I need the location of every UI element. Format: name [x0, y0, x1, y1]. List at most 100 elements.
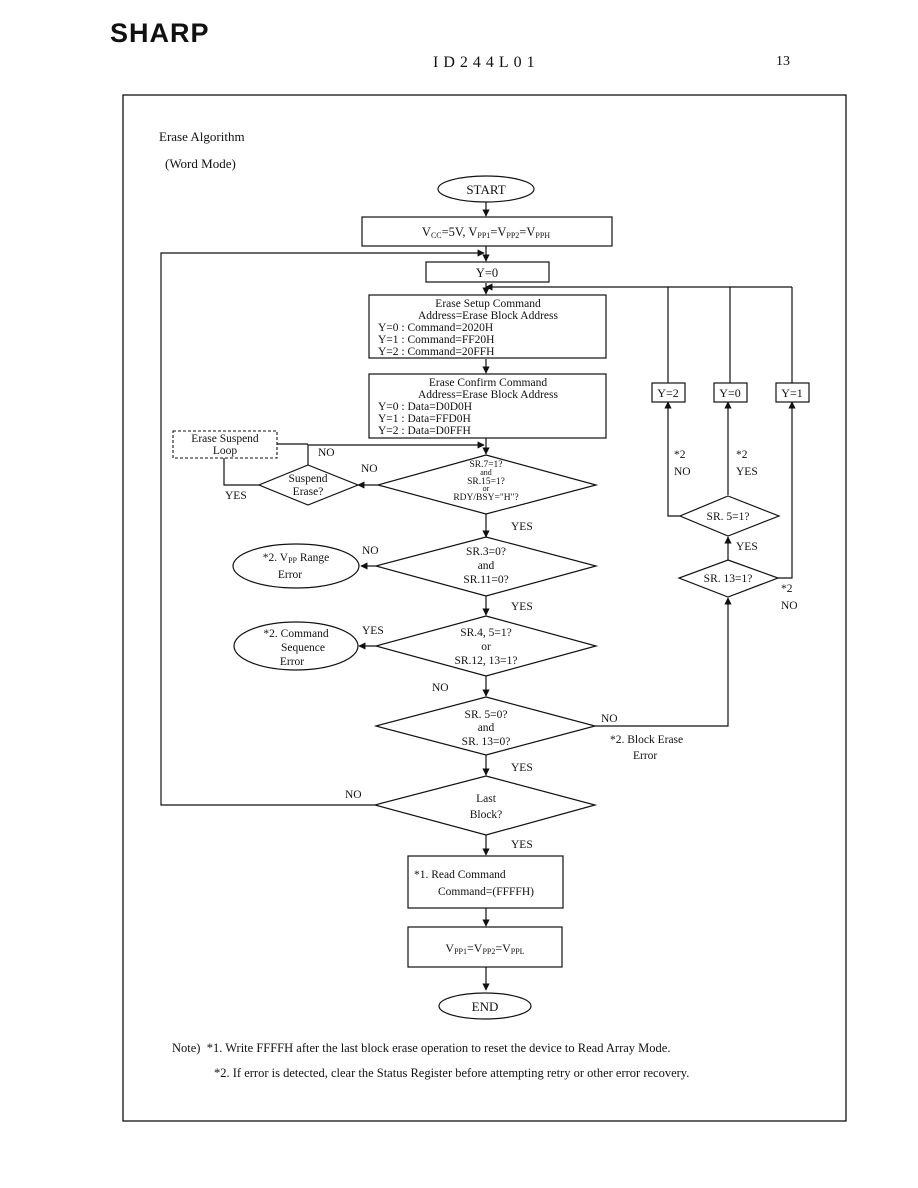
read-command-box	[407, 855, 564, 909]
erase-setup-line-4: Y=1 : Command=FF20H	[378, 334, 494, 346]
document-id: ID244L01	[433, 54, 540, 71]
status-ready-line-4: or	[483, 484, 490, 493]
last-block-decision	[372, 775, 598, 836]
vcc-sub-pph: PPH	[535, 231, 550, 240]
suspend-erase-decision	[257, 464, 360, 506]
label-no-vpp: NO	[362, 545, 379, 557]
erase-check-line-1: SR. 5=0?	[465, 709, 508, 721]
erase-check-line-2: and	[478, 722, 495, 734]
label-no-erase: NO	[601, 713, 618, 725]
seq-error-line-1: *2. Command	[263, 628, 328, 640]
erase-suspend-loop-box	[172, 430, 278, 459]
page-frame	[122, 94, 847, 1122]
label-yes-status: YES	[511, 521, 533, 533]
sharp-logo: SHARP	[110, 18, 210, 48]
vpp-error-line-1: *2. VPP Range	[263, 552, 330, 565]
diagram-title: Erase Algorithm	[159, 129, 245, 144]
read-cmd-line-2: Command=(FFFFH)	[438, 886, 534, 898]
erase-setup-line-3: Y=0 : Command=2020H	[378, 322, 493, 334]
command-sequence-decision	[373, 615, 599, 677]
end-terminal	[438, 992, 532, 1020]
label-no-status: NO	[361, 463, 378, 475]
note-2: *2. If error is detected, clear the Stat…	[214, 1066, 690, 1080]
label-yes-vpp: YES	[511, 601, 533, 613]
label-mark2-sr13: *2	[781, 583, 793, 595]
vpp-error-line-2: Error	[278, 569, 302, 581]
vppoff-v3: =V	[495, 941, 511, 955]
label-yes-seq: YES	[362, 625, 384, 637]
erase-confirm-box	[368, 373, 607, 439]
y0-label: Y=0	[719, 386, 740, 400]
last-block-line-2: Block?	[470, 809, 503, 821]
y-init-box	[425, 261, 550, 283]
vcc-setup-label: VCC=5V, VPP1=VPP2=VPPH	[422, 225, 550, 240]
label-no-suspend-loop: NO	[318, 447, 335, 459]
vpp-error-prefix: *2. V	[263, 552, 289, 564]
suspend-loop-line-1: Erase Suspend	[191, 433, 259, 445]
suspend-q-line-2: Erase?	[293, 486, 324, 498]
vpp-error-range: Range	[297, 552, 329, 564]
vcc-sub-pp1: PP1	[477, 231, 490, 240]
vppoff-sub1: PP1	[454, 947, 467, 956]
seq-check-line-2: or	[481, 641, 491, 653]
last-block-line-1: Last	[476, 793, 497, 805]
y1-label: Y=1	[781, 386, 802, 400]
label-yes-sr13: YES	[736, 541, 758, 553]
y2-label: Y=2	[657, 386, 678, 400]
note-prefix: Note)	[172, 1041, 201, 1055]
status-ready-line-3: SR.15=1?	[467, 477, 505, 487]
vpp-range-decision	[373, 536, 599, 597]
seq-check-line-1: SR.4, 5=1?	[460, 627, 512, 639]
vppoff-sub3: PPL	[511, 947, 525, 956]
read-cmd-line-1: *1. Read Command	[414, 869, 506, 881]
status-ready-line-1: SR.7=1?	[469, 460, 502, 470]
y2-box	[651, 382, 686, 403]
start-terminal	[437, 175, 535, 203]
vppoff-v1: V	[445, 941, 454, 955]
erase-check-line-3: SR. 13=0?	[462, 736, 511, 748]
erase-confirm-line-4: Y=1 : Data=FFD0H	[378, 413, 471, 425]
vppoff-v2: =V	[467, 941, 483, 955]
block-erase-error-line-2: Error	[633, 750, 657, 762]
label-no-seq: NO	[432, 682, 449, 694]
status-ready-decision	[375, 454, 599, 515]
label-no-sr5: NO	[674, 466, 691, 478]
y0-box	[713, 382, 748, 403]
command-sequence-error-terminal	[233, 621, 359, 671]
status-ready-line-2: and	[480, 468, 492, 477]
vpp-off-box	[407, 926, 563, 968]
vcc-v4: =V	[519, 225, 535, 239]
vpp-check-line-1: SR.3=0?	[466, 546, 506, 558]
sr13-label: SR. 13=1?	[704, 573, 753, 585]
sr5-decision	[678, 495, 781, 537]
vcc-sub-pp2: PP2	[506, 231, 519, 240]
seq-error-line-3: Error	[280, 656, 304, 668]
erase-setup-line-1: Erase Setup Command	[435, 298, 541, 310]
vpp-range-error-terminal	[232, 543, 360, 589]
diagram-mode: (Word Mode)	[165, 156, 236, 171]
label-yes-erase: YES	[511, 762, 533, 774]
erase-confirm-line-2: Address=Erase Block Address	[418, 389, 559, 401]
suspend-loop-line-2: Loop	[213, 445, 238, 457]
label-yes-suspend: YES	[225, 490, 247, 502]
end-label: END	[472, 999, 499, 1014]
erase-confirm-line-3: Y=0 : Data=D0D0H	[378, 401, 472, 413]
vpp-error-sub: PP	[288, 556, 297, 565]
vppoff-sub2: PP2	[482, 947, 495, 956]
y-init-label: Y=0	[476, 266, 498, 280]
erase-setup-line-2: Address=Erase Block Address	[418, 310, 559, 322]
suspend-q-line-1: Suspend	[289, 473, 328, 485]
label-mark2-y2: *2	[674, 449, 686, 461]
block-erase-error-line-1: *2. Block Erase	[610, 734, 683, 746]
sr5-label: SR. 5=1?	[707, 511, 750, 523]
erase-setup-line-5: Y=2 : Command=20FFH	[378, 346, 494, 358]
start-label: START	[466, 182, 505, 197]
vcc-setup-box	[361, 216, 613, 247]
seq-error-line-2: Sequence	[281, 642, 325, 654]
erase-confirm-line-5: Y=2 : Data=D0FFH	[378, 425, 471, 437]
y1-box	[775, 382, 810, 403]
vpp-off-label: VPP1=VPP2=VPPL	[445, 941, 524, 956]
vcc-v1: V	[422, 225, 431, 239]
note-1-text: *1. Write FFFFH after the last block era…	[206, 1041, 671, 1055]
